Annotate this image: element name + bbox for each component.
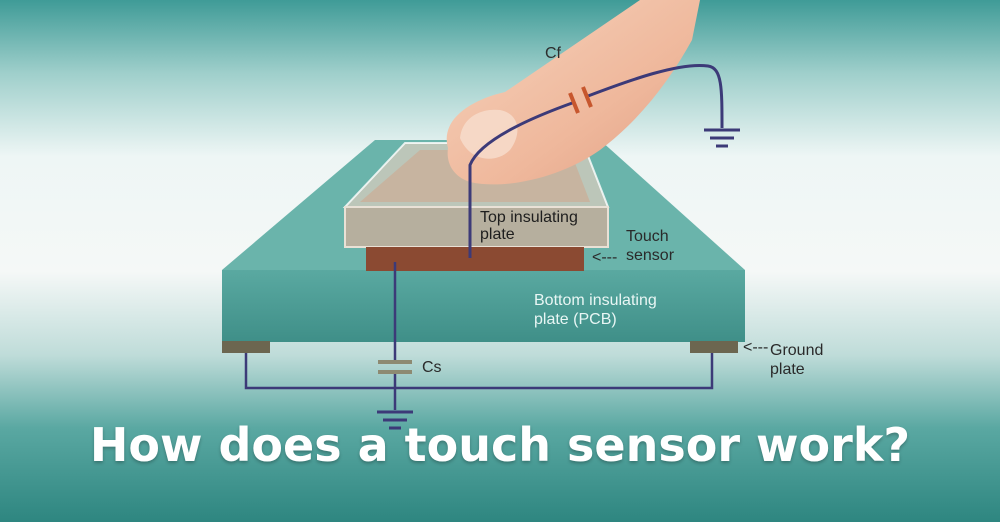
label-bottom-plate-line2: plate (PCB) <box>534 311 617 328</box>
ground-symbol-cs <box>377 410 413 430</box>
ground-return-wire <box>244 353 714 390</box>
label-bottom-plate-line1: Bottom insulating <box>534 292 657 309</box>
ground-pad-left <box>222 341 270 353</box>
fingernail <box>460 109 518 159</box>
pointer-touch-sensor: <--- <box>592 249 617 266</box>
pointer-ground-plate: <--- <box>743 339 768 356</box>
top-insulating-plate <box>345 207 608 247</box>
cf-capacitor-plate-1 <box>568 92 580 114</box>
label-ground-plate-line1: Ground <box>770 342 823 359</box>
label-cs: Cs <box>422 359 442 376</box>
cf-wire-to-ground <box>587 63 724 129</box>
label-cf: Cf <box>545 45 562 62</box>
ground-pad-right <box>690 341 738 353</box>
label-touch-sensor-line1: Touch <box>626 228 669 245</box>
label-touch-sensor-line2: sensor <box>626 247 675 264</box>
cf-capacitor-plate-2 <box>581 86 593 108</box>
touch-sensor-electrode <box>366 247 584 271</box>
headline: How does a touch sensor work? <box>89 418 911 472</box>
bottom-insulating-plate <box>222 270 745 342</box>
ground-symbol-cf <box>704 128 740 148</box>
label-ground-plate-line2: plate <box>770 361 805 378</box>
label-top-plate-line1: Top insulating <box>480 209 578 226</box>
label-top-plate-line2: plate <box>480 226 515 243</box>
cf-wire <box>468 100 576 258</box>
